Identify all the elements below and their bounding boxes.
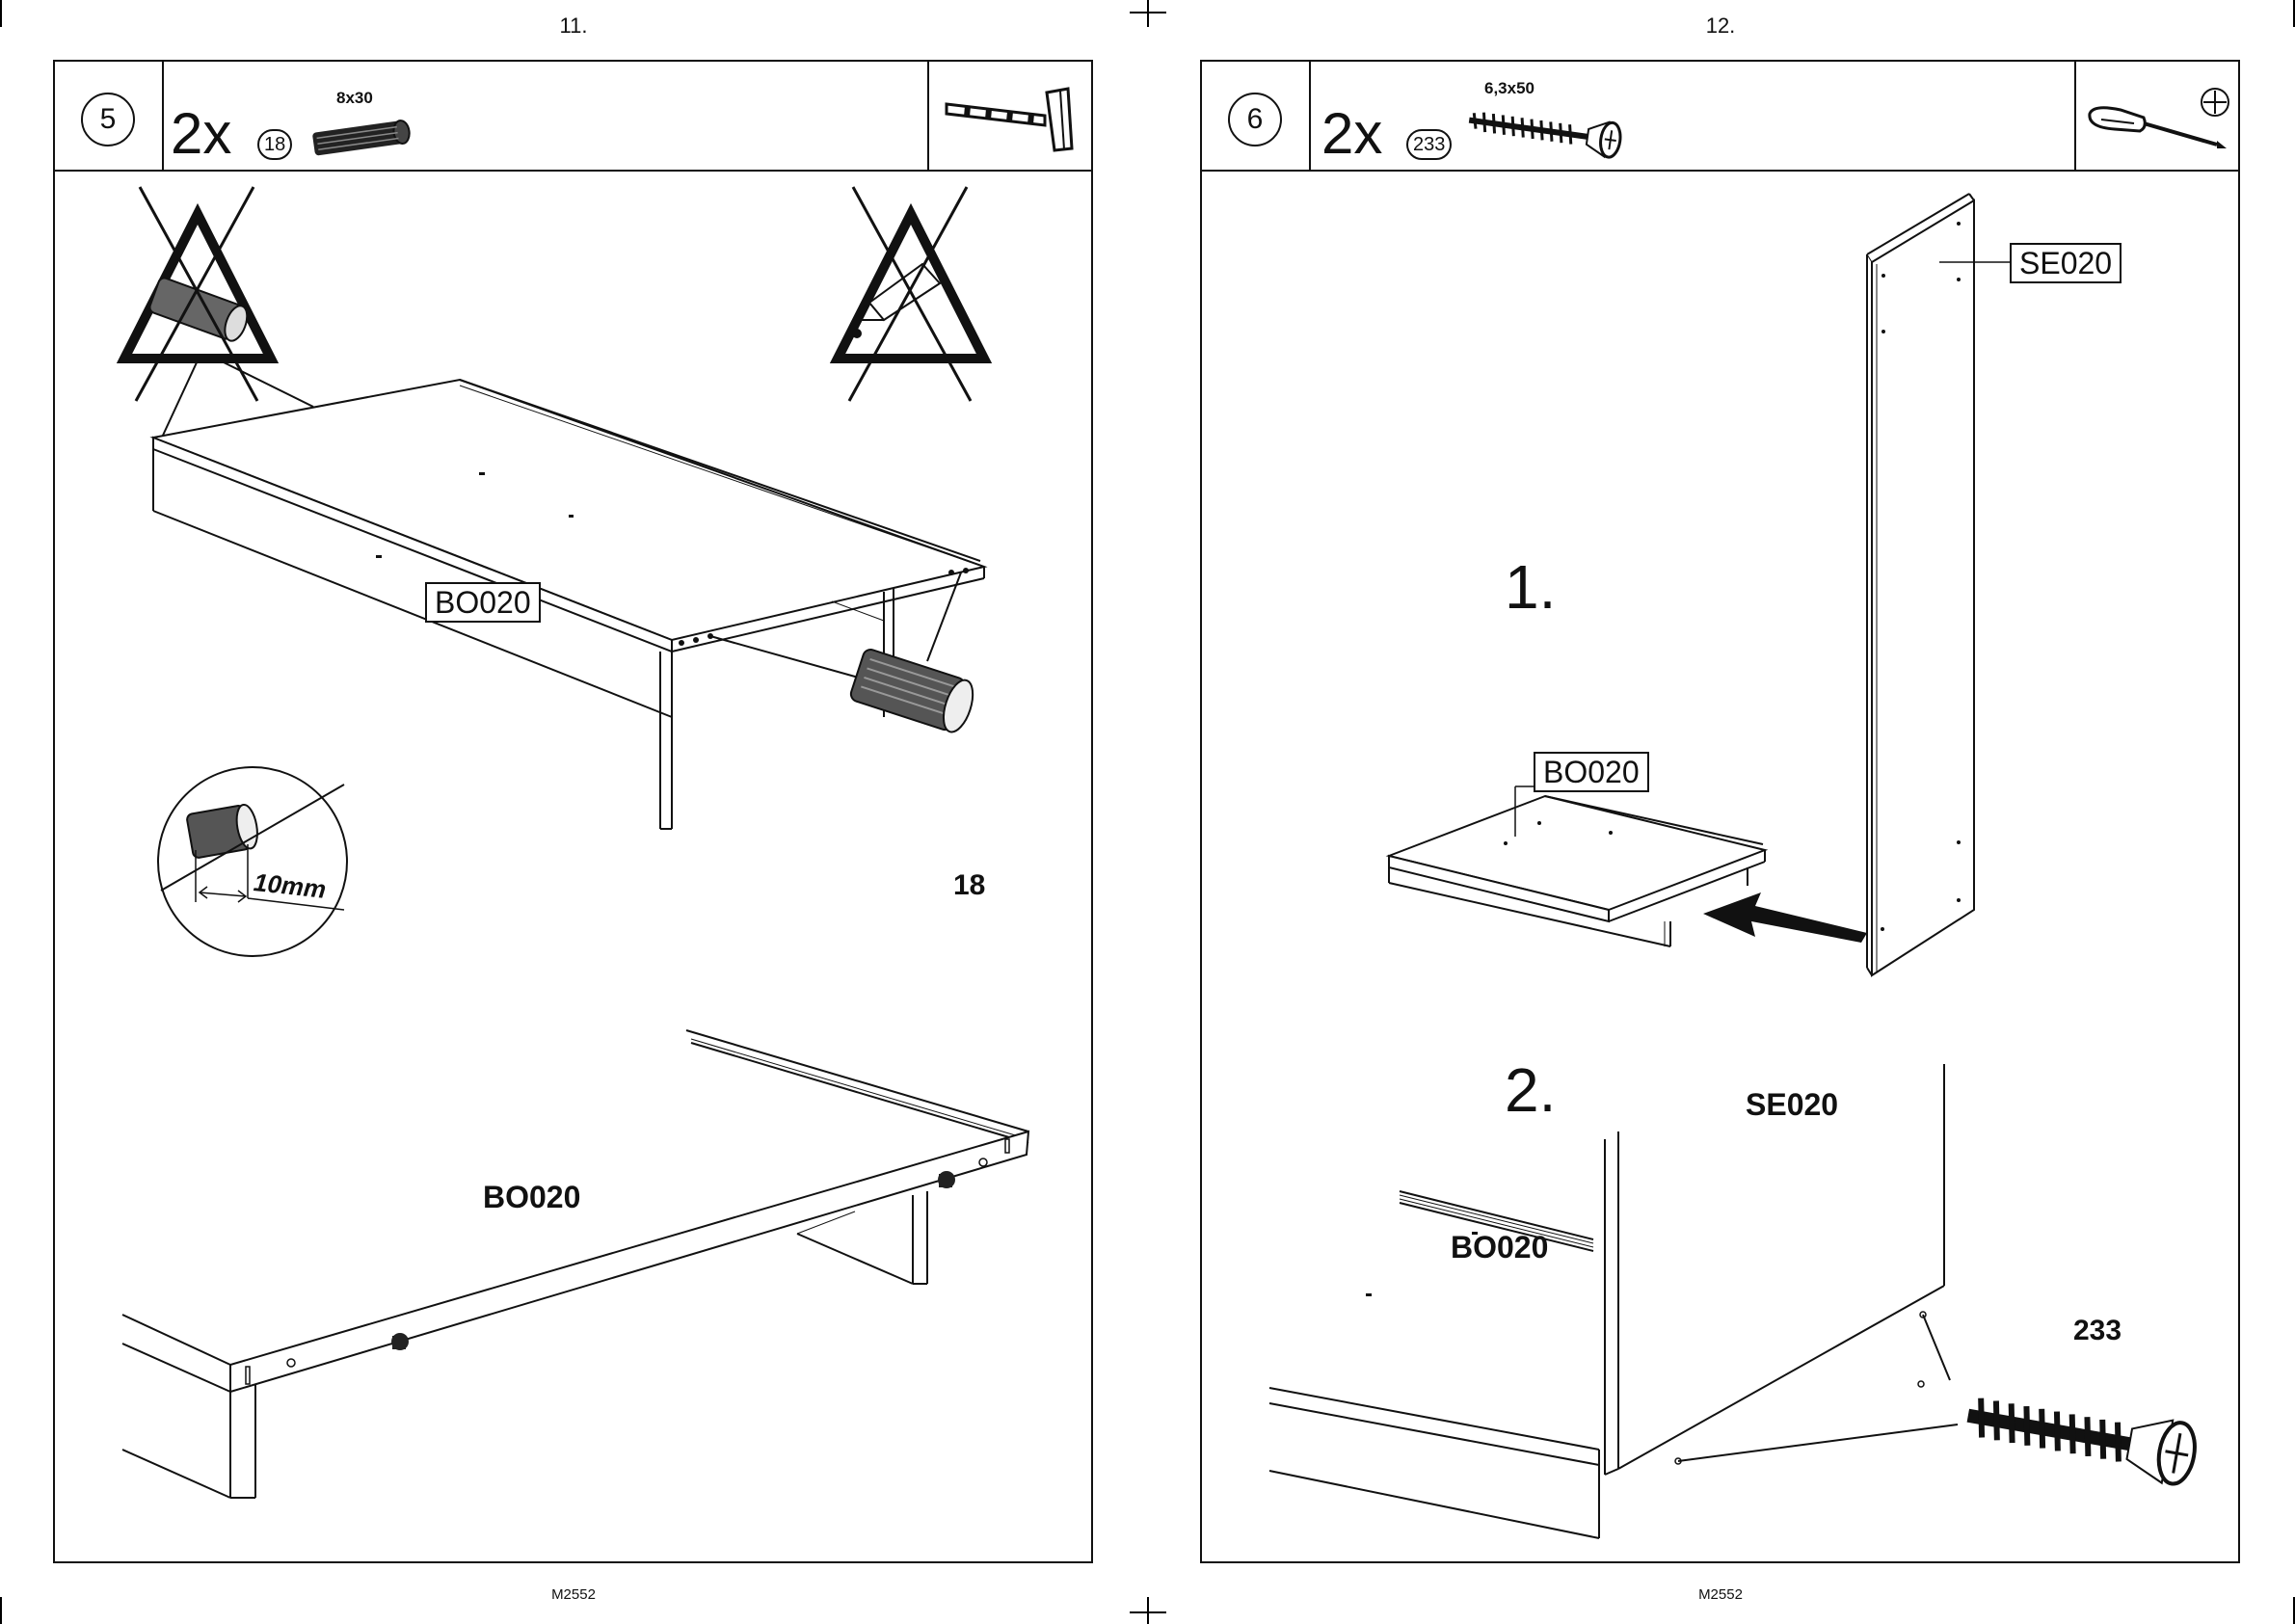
doc-code-left: M2552 — [516, 1586, 631, 1603]
insertion-arrow — [1703, 892, 1867, 943]
substep-1-label: 1. — [1505, 551, 1556, 623]
side-panel-se020 — [1867, 62, 2242, 975]
page-number-right: 12. — [1672, 13, 1769, 39]
dowel-callout: 18 — [953, 869, 985, 902]
shelf-bo020-step1 — [1389, 786, 1765, 946]
step-5-illustration — [55, 62, 1095, 1565]
depth-detail-circle — [158, 767, 347, 956]
page-number-left: 11. — [525, 13, 622, 39]
board-label-bottom: BO020 — [483, 1180, 580, 1215]
shelf-label-2: BO020 — [1451, 1230, 1548, 1265]
crop-mark — [1130, 12, 1166, 13]
dowel-18-illustration — [849, 648, 978, 735]
crop-mark — [1147, 1597, 1149, 1624]
screw-callout: 233 — [2073, 1315, 2122, 1347]
crop-mark — [1147, 0, 1149, 27]
no-glue-warning-icon — [838, 187, 984, 401]
side-panel-label-2: SE020 — [1746, 1087, 1838, 1123]
substep-2-label: 2. — [1505, 1054, 1556, 1126]
doc-code-right: M2552 — [1663, 1586, 1778, 1603]
board-label-top: BO020 — [425, 582, 541, 623]
board-bo020-top — [153, 380, 984, 829]
board-bo020-bottom — [122, 1030, 1028, 1498]
crop-mark — [1130, 1611, 1166, 1613]
no-dowel-warning-icon — [124, 187, 271, 401]
shelf-label-1: BO020 — [1534, 752, 1649, 792]
step-6-panel: 6 2x 233 6,3x50 — [1200, 60, 2240, 1563]
crop-mark — [0, 1597, 2, 1624]
screw-233-illustration — [1962, 1385, 2200, 1487]
crop-mark — [0, 0, 2, 27]
step-5-panel: 5 2x 18 8x30 — [53, 60, 1093, 1563]
side-panel-label-1: SE020 — [2010, 243, 2122, 283]
assembly-detail-step2 — [1269, 1064, 1958, 1538]
